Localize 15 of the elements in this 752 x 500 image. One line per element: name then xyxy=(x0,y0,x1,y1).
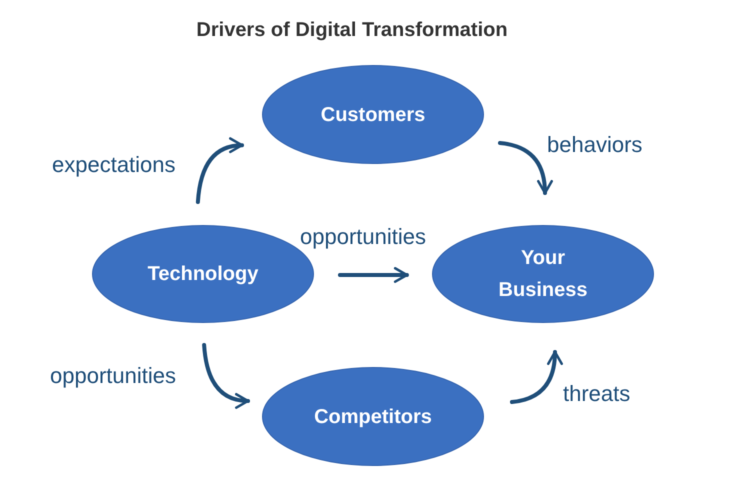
edge-label: opportunities xyxy=(300,224,426,250)
node-label: Competitors xyxy=(314,404,432,430)
arrow xyxy=(196,138,244,204)
node-label: Customers xyxy=(320,102,426,128)
edge-label: expectations xyxy=(52,152,176,178)
arrow xyxy=(498,141,552,195)
edge-label: threats xyxy=(563,381,630,407)
arrow xyxy=(510,350,562,404)
edge-label: opportunities xyxy=(50,363,176,389)
node-label: Technology xyxy=(148,262,258,287)
arrow xyxy=(202,342,250,408)
node-label: Your Business xyxy=(498,246,588,303)
arrow xyxy=(338,267,409,283)
edge-label: behaviors xyxy=(547,132,642,158)
diagram-title: Drivers of Digital Transformation xyxy=(195,18,509,43)
